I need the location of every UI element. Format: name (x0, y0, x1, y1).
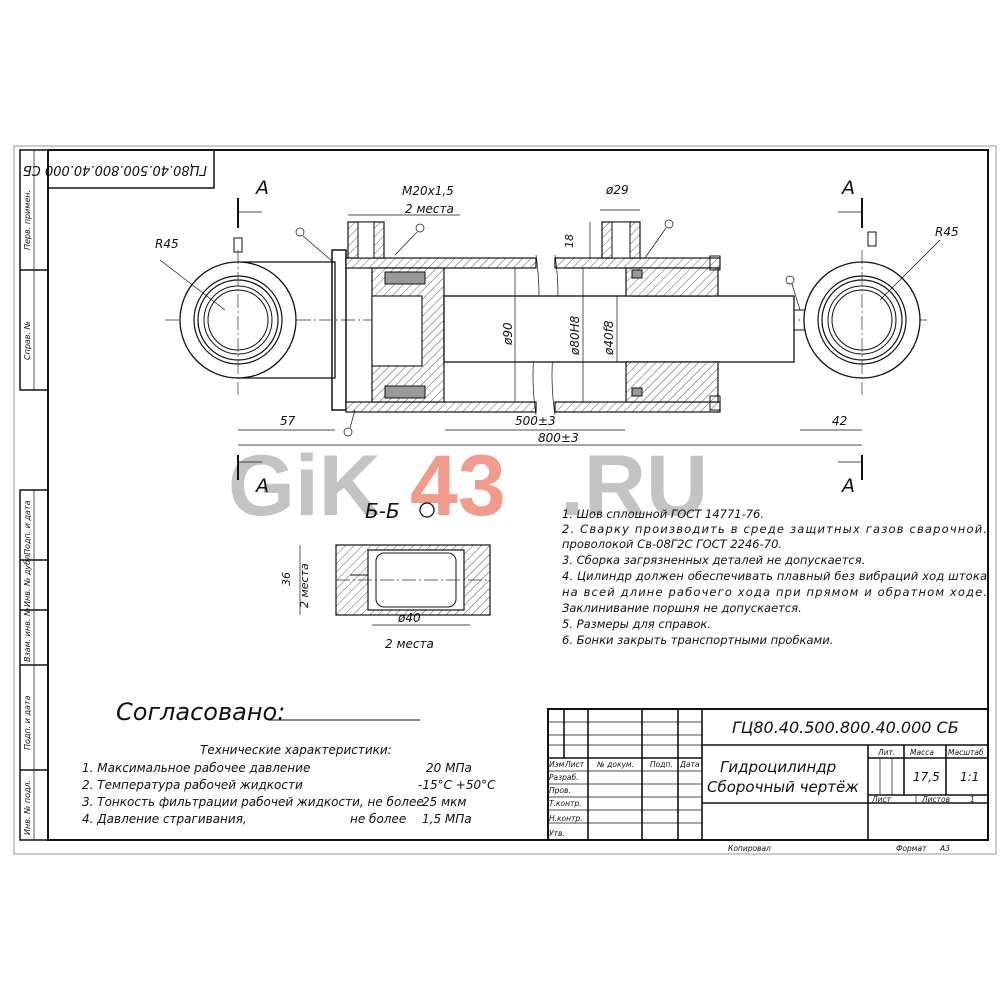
drawing-text: Утв. (549, 829, 565, 838)
drawing-text: А (840, 475, 855, 497)
drawing-text: Лист (871, 795, 892, 804)
rear-flange (331, 249, 347, 411)
grease-fitting-icon (867, 231, 877, 247)
strip-label: Подп. и дата (23, 695, 32, 750)
drawing-text: 43 (410, 438, 506, 534)
drawing-text: ø29 (605, 183, 629, 197)
drawing-text: Дата (679, 760, 700, 769)
drawing-text: проволокой Св-08Г2С ГОСТ 2246-70. (562, 537, 782, 551)
drawing-text: 1 (970, 795, 975, 804)
section-bb-view: Б-Б 36 2 места ø40 2 места (280, 499, 491, 651)
strip-label: Справ. № (23, 321, 32, 360)
strip-label: Подп. и дата (23, 500, 32, 555)
drawing-text: Изм (549, 760, 565, 769)
drawing-text: А3 (939, 844, 950, 853)
drawing-text: ø90 (501, 322, 515, 346)
drawing-text: 20 МПа (426, 761, 472, 775)
drawing-text: ø80H8 (568, 315, 582, 356)
drawing-text: Б-Б (365, 499, 400, 523)
drawing-text: 800±3 (538, 431, 579, 445)
drawing-text: Масса (910, 748, 934, 757)
watermark: GiK 43 .RU (228, 438, 708, 534)
drawing-text: Разраб. (549, 773, 578, 782)
rotation-icon (419, 502, 435, 518)
technical-notes: 1. Шов сплошной ГОСТ 14771-76. 2. Сварку… (562, 507, 987, 647)
drawing-text: ø40 (397, 611, 421, 625)
drawing-text: 2 места (298, 563, 311, 608)
left-eye (179, 237, 336, 395)
drawing-text: 2. Температура рабочей жидкости (82, 778, 303, 792)
drawing-text: 1. Максимальное рабочее давление (82, 761, 310, 775)
sheet-border (13, 145, 997, 855)
drawing-text: 6. Бонки закрыть транспортными пробками. (562, 633, 833, 647)
drawing-text: .RU (560, 438, 708, 534)
drawing-text: 25 мкм (422, 795, 466, 809)
drawing-text: 5. Размеры для справок. (562, 617, 711, 631)
drawing-text: А (254, 177, 269, 199)
drawing-text: ø40f8 (602, 320, 616, 356)
drawing-text: Т.контр. (549, 799, 582, 808)
drawing-text: А (254, 475, 269, 497)
drawing-text: Лист (564, 760, 585, 769)
drawing-text: № докум. (596, 760, 634, 769)
leader-lines (295, 219, 801, 437)
drawing-text: 4. Давление страгивания, (82, 812, 247, 826)
rotated-designation-stamp: ГЦ80.40.500.800.40.000 СБ (23, 149, 215, 189)
drawing-text: 3. Тонкость фильтрации рабочей жидкости,… (82, 795, 424, 809)
strip-label: Инв. № подл. (23, 780, 32, 835)
drawing-text: 2 места (405, 202, 454, 216)
side-strip: Перв. примен. Справ. № Подп. и дата Инв.… (19, 149, 49, 841)
dimensions: А А А А R45 R45 M20x1,5 2 места ø29 18 ø… (155, 177, 959, 497)
right-eye (803, 231, 921, 395)
drawing-text: Масштаб (948, 748, 984, 757)
drawing-text: 4. Цилиндр должен обеспечивать плавный б… (562, 569, 987, 583)
drawing-text: 1. Шов сплошной ГОСТ 14771-76. (562, 507, 764, 521)
drawing-text: Технические характеристики: (200, 743, 392, 757)
drawing-text: Лит. (877, 748, 895, 757)
drawing-text: Формат (896, 844, 927, 853)
approval: Согласовано: (116, 698, 420, 726)
title-block: ГЦ80.40.500.800.40.000 СБ Гидроцилиндр С… (547, 708, 989, 853)
piston-rod (443, 295, 795, 363)
drawing-text: Листов (921, 795, 950, 804)
drawing-text: GiK (228, 438, 381, 534)
drawing-text: -15°С +50°С (418, 778, 496, 792)
drawing-text: 17,5 (913, 770, 940, 784)
cylinder-assembly (165, 219, 930, 437)
drawing-text: 3. Сборка загрязненных деталей не допуск… (562, 553, 865, 567)
drawing-text: ГЦ80.40.500.800.40.000 СБ (23, 162, 207, 177)
specifications: Технические характеристики: 1. Максималь… (82, 743, 496, 826)
drawing-text: 1:1 (960, 770, 979, 784)
drawing-text: R45 (155, 237, 179, 251)
drawing-text: 18 (563, 234, 576, 248)
drawing-text: 2 места (385, 637, 434, 651)
drawing-text: R45 (935, 225, 959, 239)
drawing-text: 57 (280, 414, 296, 428)
drawing-text: M20x1,5 (402, 184, 454, 198)
drawing-text: 36 (280, 572, 293, 586)
drawing-text: Копировал (728, 844, 771, 853)
drawing-text: 500±3 (515, 414, 556, 428)
drawing-text: ГЦ80.40.500.800.40.000 СБ (732, 718, 959, 737)
drawing-text: на всей длине рабочего хода при прямом и… (562, 585, 987, 599)
drawing-text: Заклинивание поршня не допускается. (562, 601, 802, 615)
drawing-text: А (840, 177, 855, 199)
drawing-text: Н.контр. (549, 814, 583, 823)
drawing-text: Сборочный чертёж (707, 778, 859, 796)
drawing-text: 2. Сварку производить в среде защитных г… (562, 522, 987, 536)
drawing-text: 42 (832, 414, 847, 428)
drawing-text: 1,5 МПа (422, 812, 472, 826)
drawing-text: Пров. (549, 786, 571, 795)
strip-label: Перв. примен. (23, 190, 32, 250)
grease-fitting-icon (233, 237, 243, 253)
drawing-text: Гидроцилиндр (720, 758, 836, 776)
strip-label: Взам. инв. № (23, 608, 32, 662)
strip-label: Инв. № дубл. (23, 552, 32, 607)
drawing-text: Согласовано: (116, 698, 285, 726)
drawing-text: Подп. (650, 760, 673, 769)
drawing-text: не более (350, 812, 406, 826)
tube-wall (345, 257, 537, 269)
